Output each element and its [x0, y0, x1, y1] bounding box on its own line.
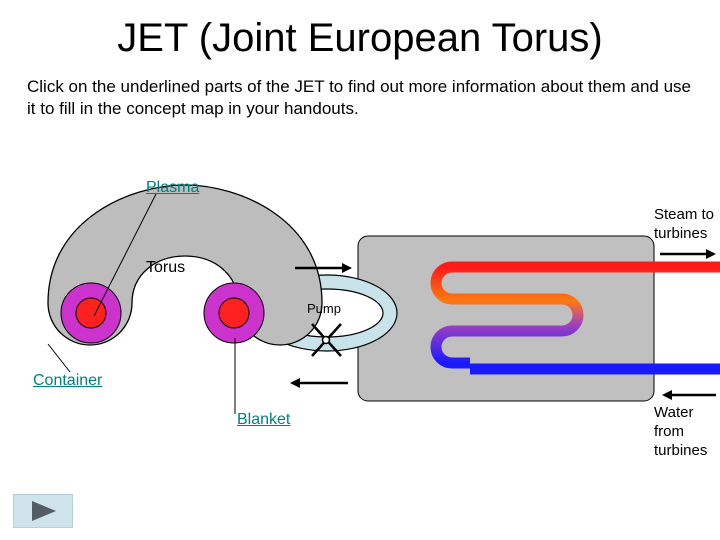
arrow-right-top: [295, 263, 352, 273]
container-leader: [47, 343, 71, 373]
plasma-leader: [93, 193, 157, 317]
arrow-left-bottom: [290, 378, 348, 388]
pump-label: Pump: [307, 301, 341, 316]
play-triangle-icon: [32, 501, 56, 521]
next-button[interactable]: [13, 494, 73, 528]
arrow-steam-out: [660, 249, 716, 259]
heat-exchanger: [357, 235, 655, 402]
instructions-text: Click on the underlined parts of the JET…: [27, 77, 692, 118]
container-link[interactable]: Container: [33, 372, 103, 389]
torus-label: Torus: [146, 259, 186, 276]
water-label: Water from turbines: [654, 404, 708, 459]
pump-icon[interactable]: [311, 323, 342, 357]
arrow-water-in: [662, 390, 716, 400]
blanket-link[interactable]: Blanket: [237, 411, 291, 428]
page-title: JET (Joint European Torus): [117, 16, 603, 60]
plasma-core-left[interactable]: [75, 297, 107, 329]
plasma-link[interactable]: Plasma: [146, 179, 200, 196]
coolant-pipe: [430, 261, 720, 369]
plasma-core-right[interactable]: [218, 297, 250, 329]
steam-label: Steam to turbines: [654, 206, 715, 242]
